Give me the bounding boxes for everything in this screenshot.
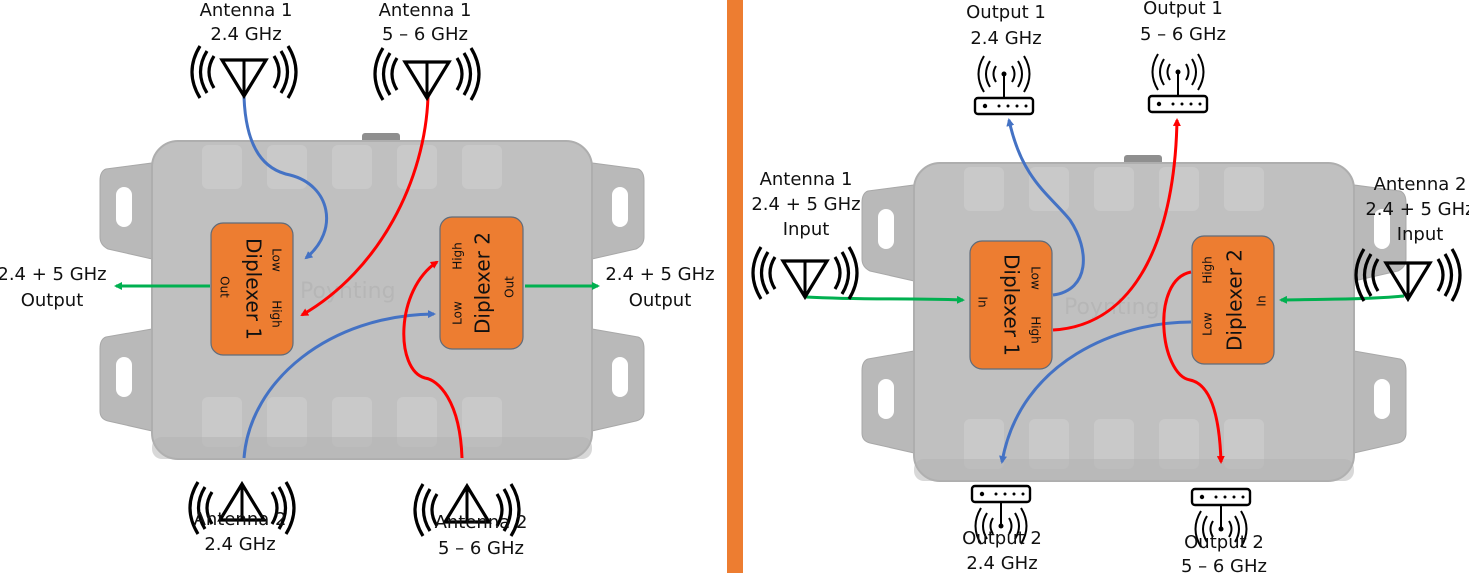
left-panel: Poynting Diplexer 1 Low High Out Diplexe… [0, 0, 715, 559]
output-2-low-label: Output 2 [962, 528, 1042, 549]
diplexer-2: Diplexer 2 High Low In [1191, 235, 1275, 365]
output-2-high-freq: 5 – 6 GHz [1181, 556, 1267, 573]
right-panel: Poynting Diplexer 1 Low High In Diplexer… [751, 0, 1469, 573]
antenna-2-low-freq: 2.4 GHz [204, 534, 275, 555]
antenna-1-low-freq: 2.4 GHz [210, 24, 281, 45]
output-2-high: Output 2 5 – 6 GHz [1181, 487, 1267, 573]
output-1-low-freq: 2.4 GHz [970, 28, 1041, 49]
input-right: Antenna 2 2.4 + 5 GHz Input [1354, 174, 1469, 303]
cable-antenna2-high [402, 260, 464, 459]
antenna-icon [190, 44, 298, 100]
antenna-icon [373, 46, 481, 102]
diplexer-2-port-common: In [1255, 295, 1269, 306]
cable-input-right [1279, 294, 1405, 304]
cable-output2-high [1162, 270, 1225, 464]
input-right-freq: 2.4 + 5 GHz [1365, 199, 1469, 220]
diplexer-2: Diplexer 2 High Low Out [439, 216, 524, 350]
cable-output1-low [1006, 118, 1085, 297]
output-left-label: Output [21, 290, 84, 311]
diplexer-1-title: Diplexer 1 [1000, 254, 1024, 356]
antenna-1-high-freq: 5 – 6 GHz [382, 24, 468, 45]
output-2-low: Output 2 2.4 GHz [962, 484, 1042, 573]
antenna-1-low: Antenna 1 2.4 GHz [190, 0, 298, 100]
cable-output1-high [1052, 118, 1181, 332]
input-right-role: Input [1397, 224, 1444, 245]
output-right-freq: 2.4 + 5 GHz [605, 264, 714, 285]
input-left-freq: 2.4 + 5 GHz [751, 194, 860, 215]
diplexer-1-port-low: Low [1029, 266, 1043, 290]
diplexer-1: Diplexer 1 Low High Out [210, 222, 294, 356]
output-right: 2.4 + 5 GHz Output [605, 264, 714, 311]
diplexer-2-title: Diplexer 2 [471, 232, 495, 334]
diplexer-1-port-high: High [270, 300, 284, 328]
diplexer-1-title: Diplexer 1 [242, 238, 266, 340]
input-right-label: Antenna 2 [1374, 174, 1467, 195]
diplexer-1: Diplexer 1 Low High In [969, 240, 1053, 370]
antenna-2-low: Antenna 2 2.4 GHz [188, 480, 296, 555]
output-right-label: Output [629, 290, 692, 311]
output-2-high-label: Output 2 [1184, 532, 1264, 553]
diplexer-2-port-high: High [451, 242, 465, 270]
diplexer-2-port-low: Low [451, 301, 465, 325]
output-left-freq: 2.4 + 5 GHz [0, 264, 107, 285]
output-1-high-label: Output 1 [1143, 0, 1223, 19]
input-left-label: Antenna 1 [760, 169, 853, 190]
output-left: 2.4 + 5 GHz Output [0, 264, 107, 311]
antenna-2-low-label: Antenna 2 [194, 509, 287, 530]
diplexer-2-port-low: Low [1201, 312, 1215, 336]
output-1-low-label: Output 1 [966, 2, 1046, 23]
diplexer-2-title: Diplexer 2 [1223, 249, 1247, 351]
diplexer-1-port-low: Low [270, 248, 284, 272]
antenna-2-high-freq: 5 – 6 GHz [438, 538, 524, 559]
router-icon [973, 54, 1035, 116]
cable-antenna2-low [242, 310, 436, 459]
cable-antenna1-high [300, 96, 430, 317]
cable-antenna1-low [242, 96, 329, 260]
antenna-2-high: Antenna 2 5 – 6 GHz [413, 482, 528, 559]
input-left: Antenna 1 2.4 + 5 GHz Input [751, 169, 861, 301]
diplexer-1-port-common: Out [218, 276, 232, 298]
panel-divider [727, 0, 743, 573]
output-1-low: Output 1 2.4 GHz [966, 2, 1046, 116]
antenna-icon [751, 245, 859, 301]
diplexer-2-port-high: High [1201, 256, 1215, 284]
output-1-high: Output 1 5 – 6 GHz [1140, 0, 1226, 114]
antenna-1-high: Antenna 1 5 – 6 GHz [373, 0, 481, 102]
output-2-low-freq: 2.4 GHz [966, 553, 1037, 573]
input-left-role: Input [783, 219, 830, 240]
router-icon [1147, 52, 1209, 114]
diplexer-1-port-high: High [1029, 316, 1043, 344]
antenna-1-high-label: Antenna 1 [379, 0, 472, 21]
cable-input-left [805, 295, 965, 304]
diplexer-2-port-common: Out [503, 276, 517, 298]
antenna-2-high-label: Antenna 2 [435, 512, 528, 533]
antenna-1-low-label: Antenna 1 [200, 0, 293, 21]
output-1-high-freq: 5 – 6 GHz [1140, 24, 1226, 45]
diplexer-1-port-common: In [976, 296, 990, 307]
watermark: Poynting [300, 279, 396, 304]
